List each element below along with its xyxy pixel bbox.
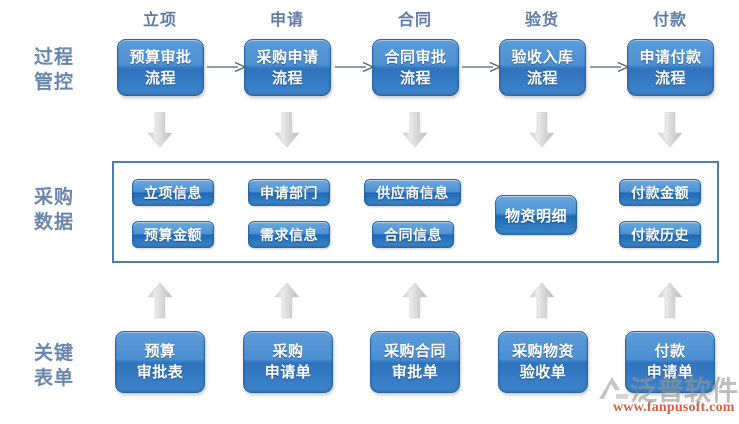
stage-header-1: 申请: [269, 10, 304, 29]
row-label-forms: 关键 表单: [33, 342, 74, 389]
form-box-payment-request-form[interactable]: 付款 申请单: [625, 331, 715, 393]
stage-header-3: 验货: [524, 10, 559, 29]
process-box-payment-request[interactable]: 申请付款 流程: [627, 39, 714, 96]
arrow-down-icon: [147, 112, 173, 148]
stage-header-0: 立项: [142, 10, 177, 29]
form-box-purchase-request-form[interactable]: 采购 申请单: [243, 331, 333, 393]
arrow-up-icon: [657, 282, 683, 319]
data-pill-material-details[interactable]: 物资明细: [495, 195, 577, 235]
data-pill-contract-info[interactable]: 合同信息: [372, 221, 454, 248]
data-pill-budget-amount[interactable]: 预算金额: [132, 221, 214, 248]
process-box-purchase-request[interactable]: 采购申请 流程: [244, 39, 331, 96]
arrow-down-icon: [529, 112, 555, 148]
data-pill-payment-history[interactable]: 付款历史: [619, 221, 701, 248]
process-box-inspection-storage[interactable]: 验收入库 流程: [499, 39, 586, 96]
flow-arrow-right-icon: [462, 61, 502, 73]
form-box-contract-approval-form[interactable]: 采购合同 审批单: [370, 331, 460, 393]
data-pill-supplier-info[interactable]: 供应商信息: [364, 179, 461, 206]
arrow-up-icon: [402, 282, 428, 319]
row-label-data: 采购 数据: [33, 186, 74, 233]
flow-arrow-right-icon: [590, 61, 630, 73]
data-pill-request-department[interactable]: 申请部门: [248, 179, 330, 206]
procurement-data-container: 立项信息 预算金额 申请部门 需求信息 供应商信息 合同信息 物资明细 付款金额…: [112, 161, 719, 263]
watermark-url: www.fanpusoft.com: [613, 400, 735, 415]
form-box-material-acceptance-form[interactable]: 采购物资 验收单: [498, 331, 588, 393]
row-label-process: 过程 管控: [33, 46, 74, 93]
arrow-down-icon: [402, 112, 428, 148]
data-pill-project-info[interactable]: 立项信息: [132, 179, 214, 206]
arrow-down-icon: [657, 112, 683, 148]
arrow-up-icon: [274, 282, 300, 319]
data-pill-payment-amount[interactable]: 付款金额: [619, 179, 701, 206]
stage-header-2: 合同: [397, 10, 432, 29]
arrow-down-icon: [274, 112, 300, 148]
stage-header-4: 付款: [652, 10, 687, 29]
data-pill-demand-info[interactable]: 需求信息: [248, 221, 330, 248]
arrow-up-icon: [529, 282, 555, 319]
form-box-budget-approval-form[interactable]: 预算 审批表: [115, 331, 205, 393]
process-box-contract-approval[interactable]: 合同审批 流程: [372, 39, 459, 96]
arrow-up-icon: [147, 282, 173, 319]
process-box-budget-approval[interactable]: 预算审批 流程: [117, 39, 204, 96]
flow-arrow-right-icon: [335, 61, 375, 73]
flow-arrow-right-icon: [207, 61, 247, 73]
